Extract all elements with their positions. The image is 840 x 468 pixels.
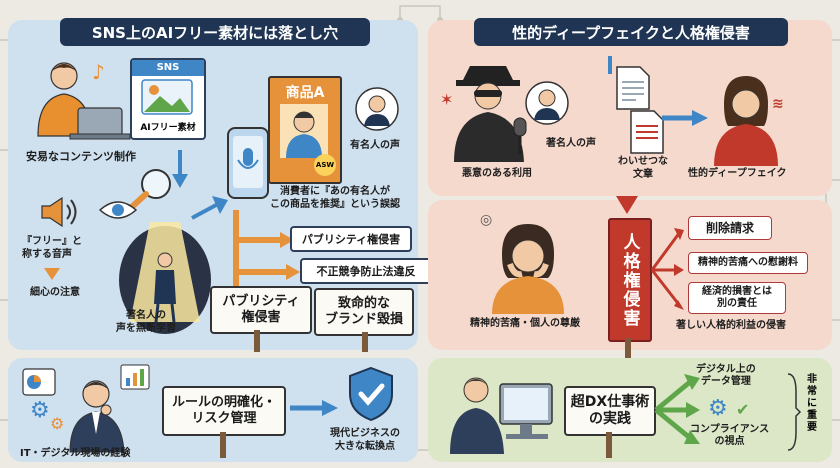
eye-icon [98,201,138,219]
celebrity-bubble [355,87,399,131]
triangle-down-icon [44,268,60,280]
gear-icon-2: ⚙ [50,414,65,433]
creator-illustration [37,62,131,140]
smartphone-icon [227,127,269,199]
image-icon [141,79,193,115]
it-experience-label: IT・デジタル現場の経験 [20,448,131,459]
cheap-content-label: 安易なコンテンツ制作 [26,150,136,163]
distress-icon: ≋ [772,96,784,112]
sns-card-header: SNS [132,60,204,76]
branch-arrows [233,210,300,300]
super-dx-sign: 超DX仕事術 の実践 [564,386,656,436]
sign-posts [254,330,368,352]
super-dx-post [606,432,612,458]
celebrity-portrait [280,104,328,158]
personality-violation-sign: 人格権侵害 [608,218,652,342]
sign-publicity: パブリシティ 権侵害 [210,286,312,334]
document-icon-2 [630,110,664,154]
personality-sign-post [625,338,631,358]
right-title: 性的ディープフェイクと人格権侵害 [474,18,788,46]
famous-voice-bubble [525,81,569,125]
obscene-text-label: わいせつな 文章 [618,156,668,180]
very-important-label: 非常に重要 [807,374,817,433]
arrow-right-3 [662,110,708,126]
free-voice-label: 『フリー』と 称する音声 [22,236,82,260]
sns-card-caption: AIフリー素材 [140,123,196,133]
red-branch-arrows [650,228,684,310]
computer-worker-illustration [450,377,553,454]
sign-brand: 致命的な ブランド毀損 [314,288,414,336]
serious-violation-label: 著しい人格的利益の侵害 [676,320,786,331]
arrow-down-red [608,56,612,74]
spotlight-illustration [119,222,211,334]
document-icon [616,66,650,110]
malicious-use-label: 悪意のある利用 [462,168,532,179]
economic-damage-pill: 経済的損害とは 別の責任 [688,282,786,314]
right-famous-voice-label: 著名人の声 [546,138,596,149]
speaker-icon [41,196,77,228]
personality-violation-text: 人格権侵害 [619,232,640,328]
rule-sign: ルールの明確化・ リスク管理 [162,386,286,436]
check-icon: ✔ [736,400,750,419]
sns-card: SNS AIフリー素材 [130,58,206,140]
alert-icon: ✶ [440,90,454,109]
distress-label: 精神的苦痛・個人の尊厳 [470,318,580,329]
publicity-right-pill: パブリシティ権侵害 [290,226,412,252]
victim-woman-illustration [714,76,778,166]
consolation-pill: 精神的苦痛への慰謝料 [688,252,808,274]
gear-icon-3: ⚙ [708,396,728,421]
arrow-right [191,196,228,220]
arrow-down-red-2 [616,196,638,214]
deletion-request-pill: 削除請求 [688,216,772,240]
music-note-icon: ♪ [92,60,105,84]
arrow-down [172,150,188,188]
stress-icon: ◎ [480,212,493,228]
product-box: 商品A ASW [268,76,342,184]
product-label: 商品A [285,85,325,101]
unfair-competition-pill: 不正競争防止法違反 [300,258,432,284]
consumer-misunderstanding-label: 消費者に『あの有名人が この商品を推奨』という誤認 [270,186,400,210]
shield-check-icon [349,366,393,422]
compliance-label: コンプライアンス の視点 [690,424,770,447]
turning-point-label: 現代ビジネスの 大きな転換点 [330,428,400,452]
bar-chart-icon [120,364,150,390]
famous-voice-label: 著名人の 声を無断学習 [116,310,176,334]
distressed-woman-illustration [492,224,564,314]
green-arrows [654,374,700,444]
microphone-icon [513,117,527,154]
arrow-right-2 [290,400,338,416]
caution-label: 細心の注意 [30,287,80,298]
celebrity-voice-label: 有名人の声 [350,140,400,151]
left-title: SNS上のAIフリー素材には落とし穴 [60,18,370,46]
businessman-illustration [69,380,125,453]
rule-sign-post [220,432,226,458]
product-tag: ASW [314,154,336,176]
chart-icon [22,368,56,396]
gear-icon: ⚙ [30,398,50,423]
hacker-illustration [454,66,524,162]
data-mgmt-label: デジタル上の データ管理 [696,364,756,387]
bracket [787,373,802,451]
sexual-deepfake-label: 性的ディープフェイク [688,168,787,179]
